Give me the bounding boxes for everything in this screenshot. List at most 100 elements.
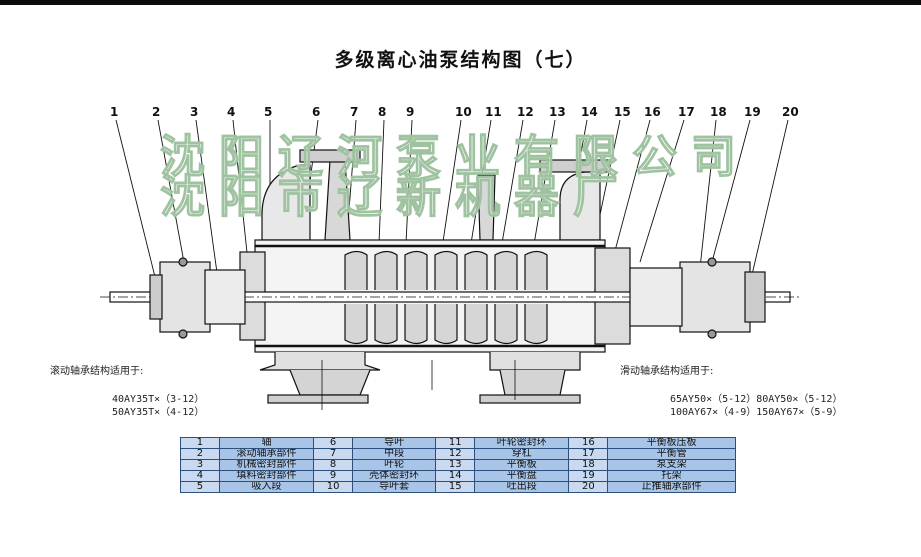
- leader-line-1: [115, 119, 161, 298]
- leader-line-16: [611, 119, 651, 263]
- leader-line-3: [195, 119, 219, 281]
- legend-part-number: 16: [568, 437, 609, 449]
- legend-part-name: 止推轴承部件: [607, 481, 736, 493]
- watermark-line-2: 沈阳市辽新机器厂: [159, 169, 633, 223]
- impeller-stage-top: [344, 250, 368, 290]
- leader-line-12: [499, 119, 524, 256]
- legend-part-number: 6: [313, 437, 354, 449]
- impeller-stage-bottom: [404, 304, 428, 345]
- legend-part-number: 9: [313, 470, 354, 482]
- callout-15: 15: [614, 105, 631, 119]
- legend-part-number: 10: [313, 481, 354, 493]
- impeller-stage-bottom: [524, 304, 548, 345]
- callout-16: 16: [644, 105, 661, 119]
- legend-part-name: 导叶: [352, 437, 437, 449]
- legend-part-name: 穿杠: [474, 448, 570, 460]
- legend-part-number: 15: [435, 481, 476, 493]
- legend-part-name: 托架: [607, 470, 736, 482]
- callout-20: 20: [782, 105, 799, 119]
- callout-3: 3: [190, 105, 199, 119]
- legend-part-name: 导叶套: [352, 481, 437, 493]
- callout-14: 14: [581, 105, 598, 119]
- callout-6: 6: [312, 105, 321, 119]
- legend-part-number: 3: [180, 459, 220, 471]
- leader-line-4: [232, 119, 249, 263]
- impeller-stage-top: [434, 250, 458, 290]
- legend-part-number: 11: [435, 437, 476, 449]
- diagram-title: 多级离心油泵结构图（七）: [334, 49, 587, 71]
- callout-9: 9: [406, 105, 415, 119]
- legend-part-name: 平衡板: [474, 459, 570, 471]
- legend-part-number: 18: [568, 459, 609, 471]
- legend-part-name: 平衡盘: [474, 470, 570, 482]
- callout-5: 5: [264, 105, 273, 119]
- callout-8: 8: [378, 105, 387, 119]
- legend-part-number: 4: [180, 470, 220, 482]
- legend-part-number: 17: [568, 448, 609, 460]
- legend-part-number: 12: [435, 448, 476, 460]
- legend-part-name: 中段: [352, 448, 437, 460]
- callout-4: 4: [227, 105, 236, 119]
- impeller-stage-bottom: [374, 304, 398, 345]
- callout-18: 18: [710, 105, 727, 119]
- callout-10: 10: [455, 105, 472, 119]
- callout-17: 17: [678, 105, 695, 119]
- legend-part-name: 轴: [218, 437, 315, 449]
- callout-19: 19: [744, 105, 761, 119]
- watermark-line-1: 沈阳辽河泵业有限公司: [159, 129, 751, 183]
- leader-line-19: [711, 119, 751, 263]
- callout-11: 11: [485, 105, 502, 119]
- leader-line-17: [639, 119, 685, 263]
- legend-part-number: 8: [313, 459, 354, 471]
- sliding-bearing-note: 滑动轴承结构适用于:: [620, 366, 714, 377]
- legend-part-name: 平衡板压板: [607, 437, 736, 449]
- callout-12: 12: [517, 105, 534, 119]
- legend-part-name: 泵支架: [607, 459, 736, 471]
- legend-part-number: 7: [313, 448, 354, 460]
- callout-1: 1: [110, 105, 119, 119]
- impeller-stage-bottom: [434, 304, 458, 345]
- legend-part-number: 5: [180, 481, 220, 493]
- model-left-1: 40AY35T×（3-12）: [112, 394, 205, 405]
- impeller-stage-top: [494, 250, 518, 290]
- legend-part-number: 2: [180, 448, 220, 460]
- legend-part-name: 滚动轴承部件: [218, 448, 315, 460]
- impeller-stage-top: [374, 250, 398, 290]
- legend-part-number: 1: [180, 437, 220, 449]
- callout-7: 7: [350, 105, 359, 119]
- model-left-2: 50AY35T×（4-12）: [112, 407, 205, 418]
- rolling-bearing-note: 滚动轴承结构适用于:: [50, 366, 144, 377]
- legend-part-name: 机械密封部件: [218, 459, 315, 471]
- impeller-stage-bottom: [494, 304, 518, 345]
- legend-part-number: 14: [435, 470, 476, 482]
- leader-line-2: [157, 119, 186, 269]
- model-right-1: 65AY50×（5-12）80AY50×（5-12）: [670, 394, 843, 405]
- legend-part-number: 20: [568, 481, 609, 493]
- legend-part-name: 叶轮密封环: [474, 437, 570, 449]
- legend-part-number: 19: [568, 470, 609, 482]
- impeller-stage-top: [464, 250, 488, 290]
- legend-part-name: 填料密封部件: [218, 470, 315, 482]
- model-right-2: 100AY67×（4-9）150AY67×（5-9）: [670, 407, 843, 418]
- leader-line-10: [439, 119, 462, 263]
- leader-line-18: [699, 119, 717, 269]
- legend-part-name: 壳体密封环: [352, 470, 437, 482]
- impeller-stage-bottom: [464, 304, 488, 345]
- legend-part-number: 13: [435, 459, 476, 471]
- legend-part-name: 吐出段: [474, 481, 570, 493]
- impeller-stage-top: [524, 250, 548, 290]
- legend-part-name: 平衡管: [607, 448, 736, 460]
- callout-2: 2: [152, 105, 161, 119]
- top-border: [0, 0, 921, 5]
- legend-part-name: 叶轮: [352, 459, 437, 471]
- callout-13: 13: [549, 105, 566, 119]
- legend-part-name: 吸入段: [218, 481, 315, 493]
- impeller-stage-bottom: [344, 304, 368, 345]
